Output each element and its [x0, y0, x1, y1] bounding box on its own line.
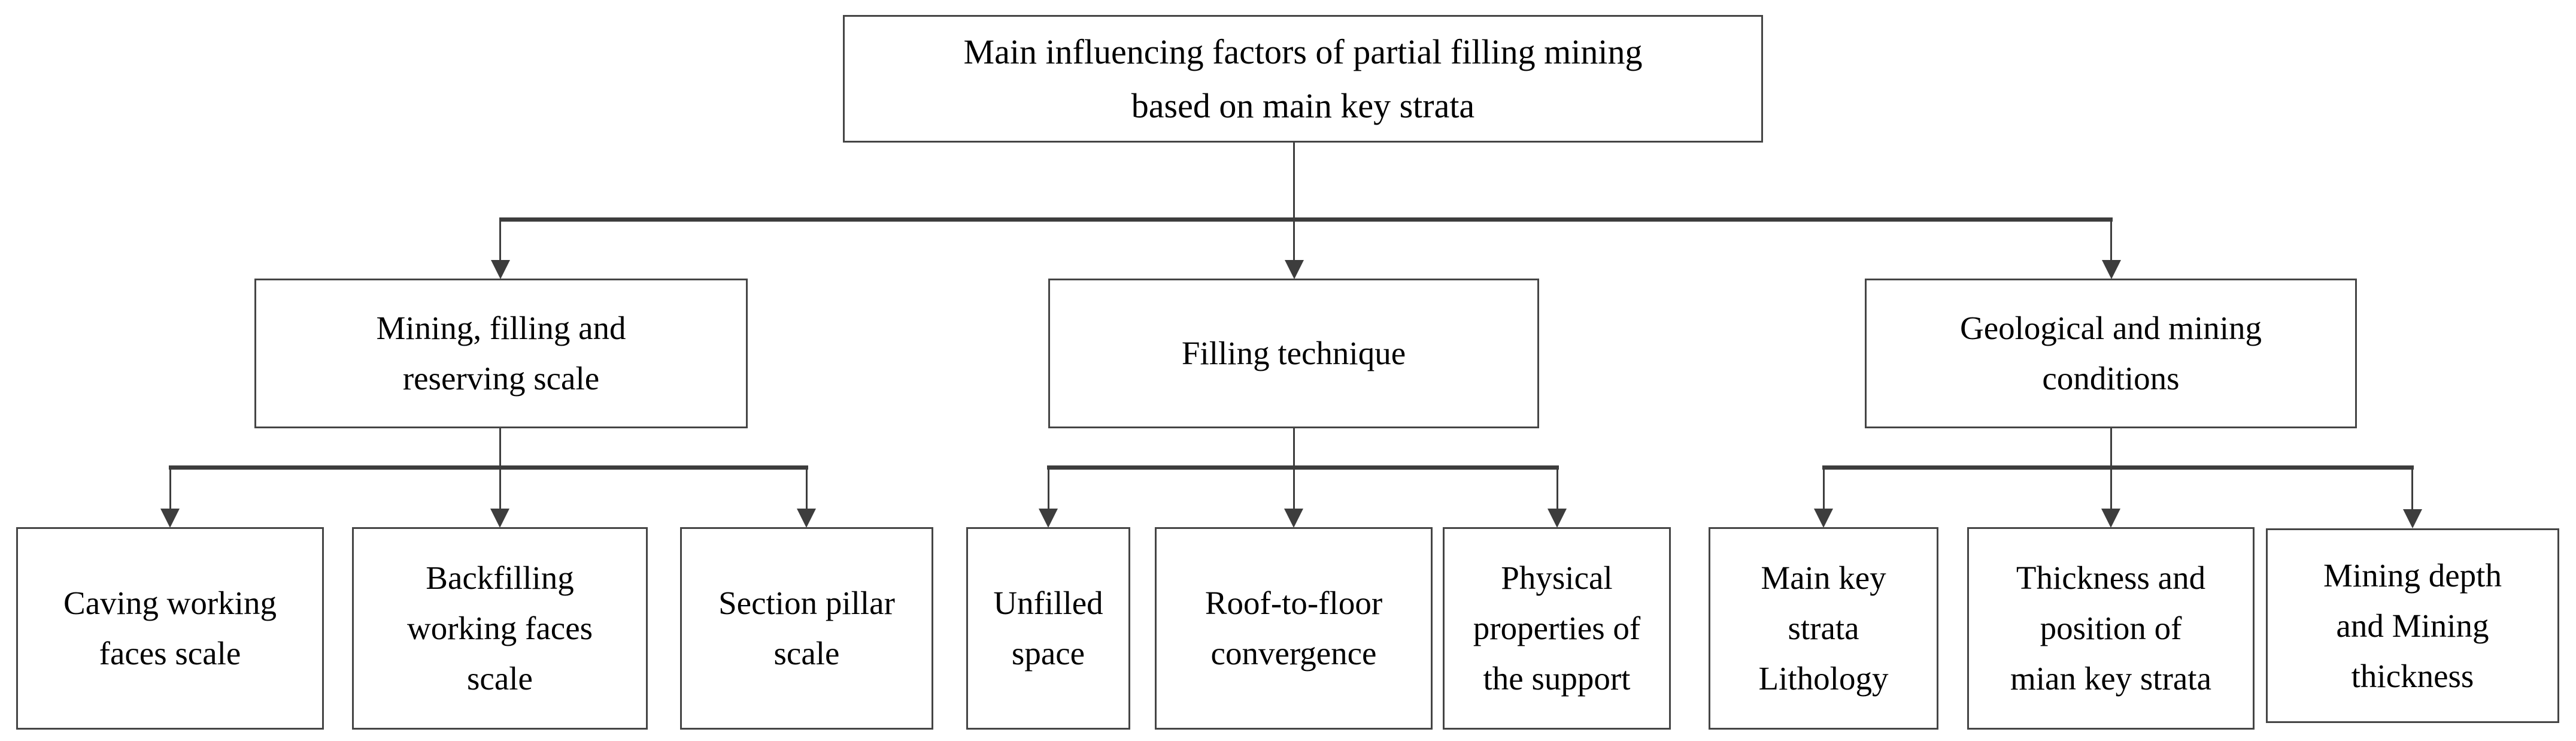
node-leaf-label: Thickness and position of mian key strat…: [2010, 559, 2211, 697]
connector-branch2-drop-0: [1823, 468, 1825, 510]
node-leaf-thickness-position-main-key-strata: Thickness and position of mian key strat…: [1967, 527, 2255, 730]
connector-level1-bar: [499, 217, 2113, 222]
node-branch-label: Mining, filling and reserving scale: [376, 310, 626, 397]
node-leaf-label: Unfilled space: [993, 585, 1103, 672]
connector-branch2-bar: [1822, 465, 2414, 470]
node-branch-geological-mining-conditions: Geological and mining conditions: [1865, 279, 2357, 428]
arrow-down-icon: [1039, 509, 1058, 528]
arrow-down-icon: [1814, 509, 1833, 528]
node-leaf-roof-to-floor-convergence: Roof-to-floor convergence: [1155, 527, 1433, 730]
connector-branch0-bar: [169, 465, 808, 470]
connector-branch2-stem: [2110, 428, 2112, 468]
connector-branch1-stem: [1293, 428, 1295, 468]
connector-branch2-drop-2: [2411, 468, 2413, 510]
connector-branch0-drop-2: [806, 468, 808, 510]
arrow-down-icon: [2403, 509, 2422, 528]
connector-level1-drop-right: [2110, 219, 2112, 264]
connector-root-stem: [1293, 143, 1295, 219]
arrow-down-icon: [1285, 260, 1304, 279]
arrow-down-icon: [160, 509, 180, 528]
node-branch-filling-technique: Filling technique: [1048, 279, 1539, 428]
node-leaf-main-key-strata-lithology: Main key strata Lithology: [1709, 527, 1938, 730]
arrow-down-icon: [490, 509, 509, 528]
node-leaf-backfilling-working-faces-scale: Backfilling working faces scale: [352, 527, 648, 730]
arrow-down-icon: [2102, 260, 2121, 279]
node-leaf-label: Caving working faces scale: [63, 585, 277, 672]
node-branch-label: Filling technique: [1181, 335, 1406, 371]
node-leaf-label: Main key strata Lithology: [1758, 559, 1889, 697]
connector-branch0-drop-1: [499, 468, 501, 510]
node-branch-label: Geological and mining conditions: [1959, 310, 2262, 397]
node-root: Main influencing factors of partial fill…: [843, 15, 1763, 143]
arrow-down-icon: [1284, 509, 1303, 528]
node-leaf-label: Physical properties of the support: [1473, 559, 1641, 697]
arrow-down-icon: [491, 260, 510, 279]
node-root-label: Main influencing factors of partial fill…: [963, 32, 1643, 125]
node-leaf-label: Backfilling working faces scale: [406, 559, 593, 697]
node-leaf-physical-properties-of-the-support: Physical properties of the support: [1443, 527, 1671, 730]
node-branch-mining-filling-reserving-scale: Mining, filling and reserving scale: [254, 279, 748, 428]
node-leaf-mining-depth-and-mining-thickness: Mining depth and Mining thickness: [2266, 528, 2559, 723]
node-leaf-label: Roof-to-floor convergence: [1204, 585, 1383, 672]
connector-branch1-drop-2: [1556, 468, 1558, 510]
connector-branch0-drop-0: [169, 468, 171, 510]
connector-branch0-stem: [499, 428, 501, 468]
connector-branch2-drop-1: [2110, 468, 2112, 510]
connector-branch1-drop-1: [1293, 468, 1295, 510]
node-leaf-caving-working-faces-scale: Caving working faces scale: [16, 527, 324, 730]
node-leaf-label: Section pillar scale: [718, 585, 895, 672]
node-leaf-label: Mining depth and Mining thickness: [2323, 556, 2502, 694]
connector-level1-drop-middle: [1293, 219, 1295, 264]
connector-branch1-bar: [1047, 465, 1559, 470]
arrow-down-icon: [2101, 509, 2120, 528]
connector-branch1-drop-0: [1048, 468, 1049, 510]
node-leaf-unfilled-space: Unfilled space: [966, 527, 1130, 730]
node-leaf-section-pillar-scale: Section pillar scale: [680, 527, 933, 730]
connector-level1-drop-left: [499, 219, 501, 264]
arrow-down-icon: [797, 509, 816, 528]
arrow-down-icon: [1548, 509, 1567, 528]
